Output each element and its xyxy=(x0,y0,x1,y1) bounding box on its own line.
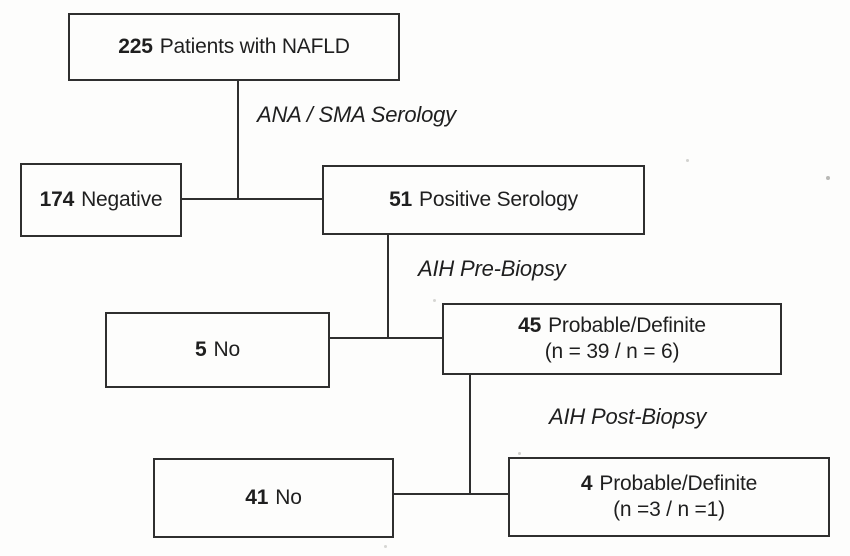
node-pre-biopsy-probable-definite: 45 Probable/Definite (n = 39 / n = 6) xyxy=(442,303,782,375)
node-post-biopsy-no: 41 No xyxy=(153,458,394,538)
edge-label-ana-sma-serology: ANA / SMA Serology xyxy=(257,102,456,127)
node-count: 41 xyxy=(245,486,269,509)
node-count: 4 xyxy=(580,472,593,495)
scan-speck xyxy=(433,299,436,302)
node-count: 45 xyxy=(518,314,542,337)
node-sub-counts: (n =3 / n =1) xyxy=(613,498,725,521)
scan-speck xyxy=(686,159,689,162)
node-sub-counts: (n = 39 / n = 6) xyxy=(544,340,680,363)
node-label: No xyxy=(213,338,241,361)
node-patients-nafld: 225 Patients with NAFLD xyxy=(68,13,400,81)
node-pre-biopsy-no: 5 No xyxy=(105,312,330,388)
node-post-biopsy-probable-definite: 4 Probable/Definite (n =3 / n =1) xyxy=(508,457,830,537)
node-label: Patients with NAFLD xyxy=(159,35,350,58)
scan-speck xyxy=(384,545,387,548)
node-label: Probable/Definite xyxy=(599,472,758,495)
connector-preno-preyes-horizontal xyxy=(330,337,442,339)
connector-negative-positive-horizontal xyxy=(182,198,322,200)
node-label: No xyxy=(275,486,302,509)
scan-speck xyxy=(518,452,521,455)
scan-speck xyxy=(826,176,830,180)
connector-postno-postyes-horizontal xyxy=(394,493,508,495)
node-label: Negative xyxy=(81,188,163,211)
edge-label-aih-post-biopsy: AIH Post-Biopsy xyxy=(549,404,707,429)
node-positive-serology: 51 Positive Serology xyxy=(322,165,645,235)
node-count: 225 xyxy=(118,35,153,58)
edge-label-aih-pre-biopsy: AIH Pre-Biopsy xyxy=(418,256,566,281)
connector-positive-to-prebiopsy-vertical xyxy=(387,235,389,339)
node-count: 5 xyxy=(195,338,207,361)
node-negative-serology: 174 Negative xyxy=(20,163,182,237)
connector-preyes-to-postbiopsy-vertical xyxy=(469,375,471,495)
node-count: 174 xyxy=(39,188,75,211)
node-label: Probable/Definite xyxy=(548,314,706,337)
node-count: 51 xyxy=(389,188,413,211)
connector-nafld-to-serology-vertical xyxy=(237,81,239,200)
node-label: Positive Serology xyxy=(419,188,578,211)
